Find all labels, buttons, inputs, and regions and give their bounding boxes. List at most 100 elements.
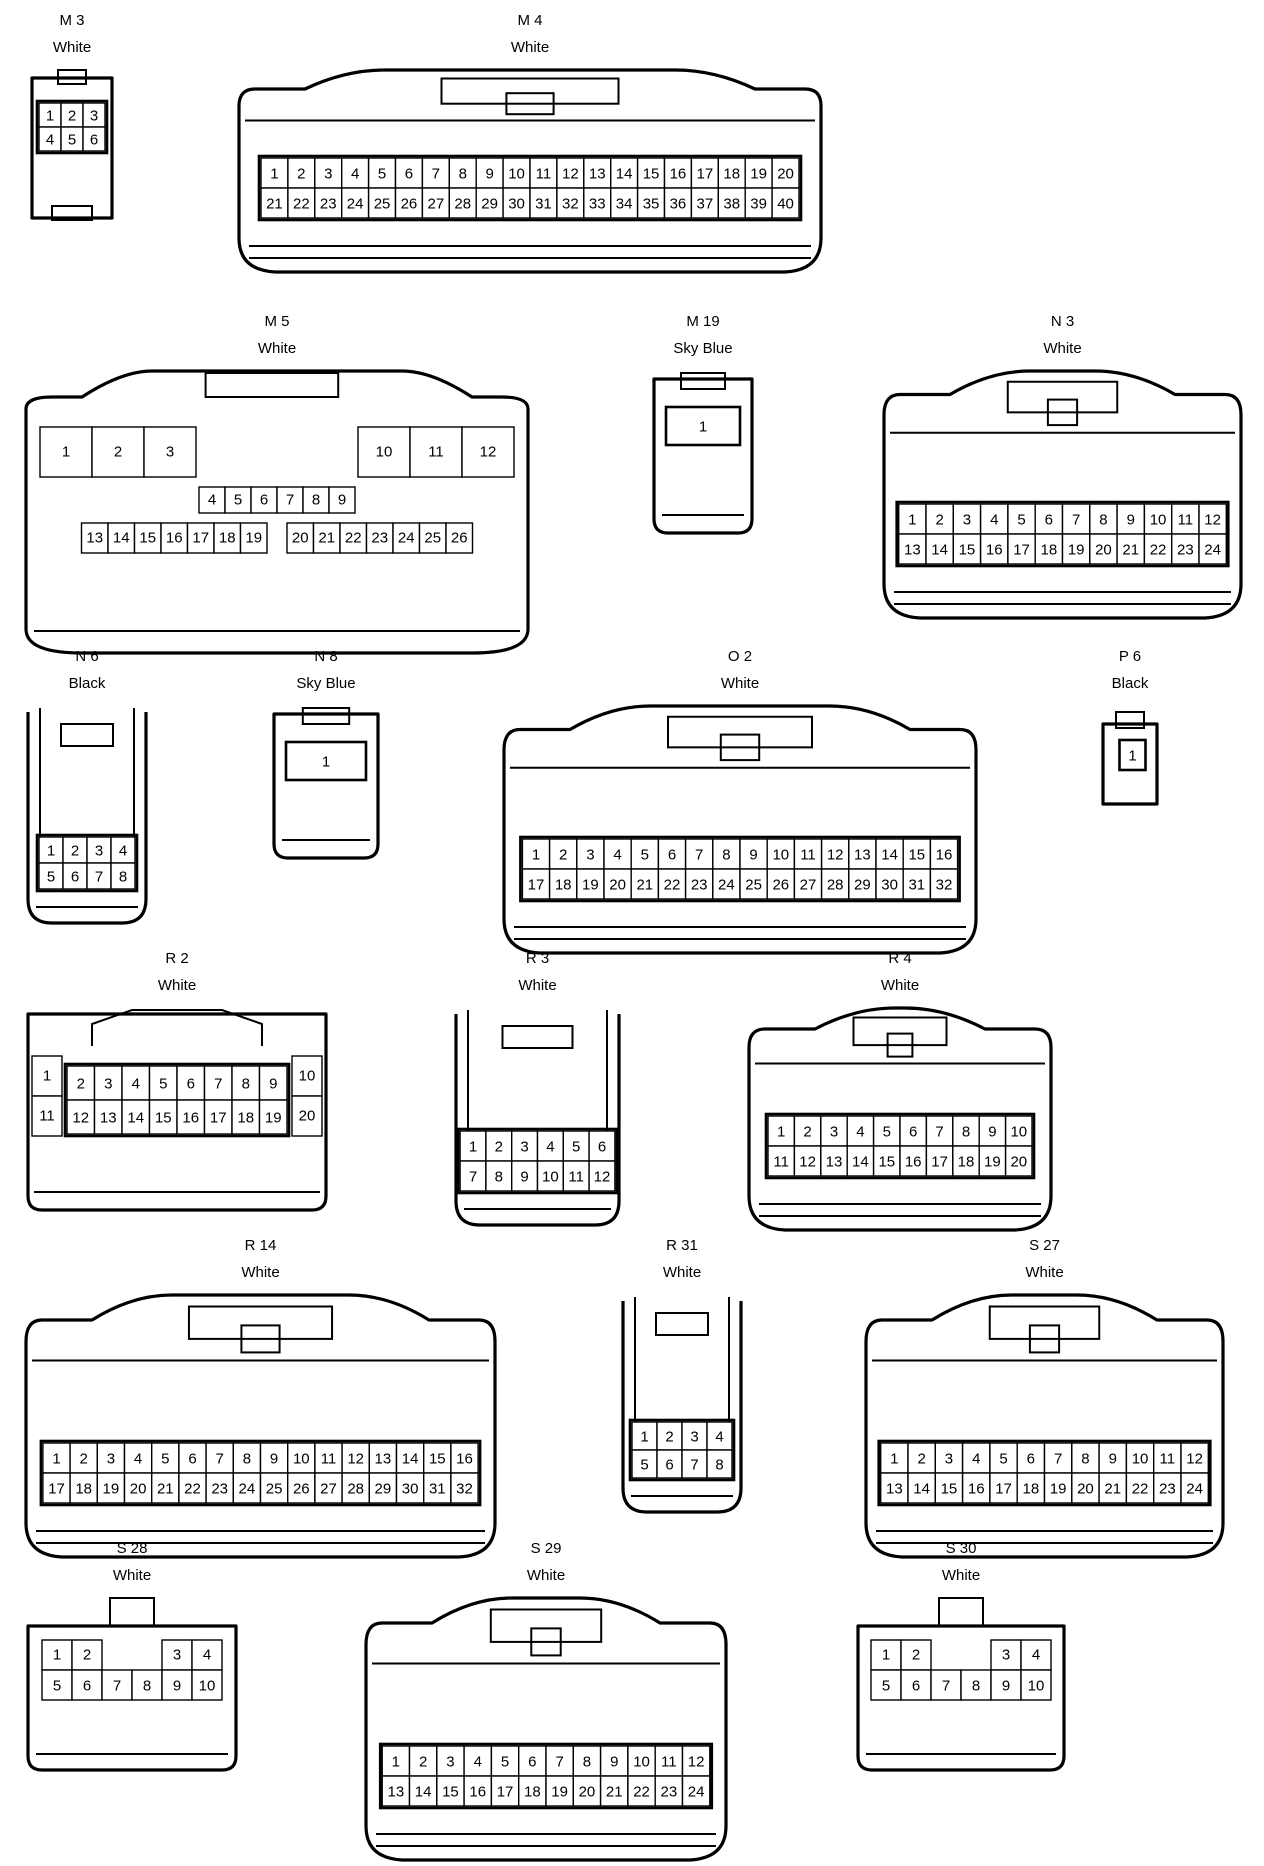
pin-number: 28: [347, 1481, 364, 1498]
pin-cavity: [1180, 1472, 1209, 1504]
pin-number: 4: [990, 512, 998, 529]
pin-cavity: [475, 157, 504, 189]
pin-cavity: [110, 862, 136, 890]
pin-number: 27: [428, 196, 445, 213]
pin-number: 19: [103, 1481, 120, 1498]
pin-cavity: [459, 1160, 487, 1192]
pin-cavity: [232, 1442, 262, 1474]
pin-cavity: [1020, 1639, 1052, 1671]
pin-number: 10: [1028, 1678, 1045, 1695]
pin-number: 3: [1002, 1647, 1010, 1664]
connector-color: White: [257, 340, 297, 357]
pin-number: 12: [562, 166, 579, 183]
connector-code: N 3: [1050, 313, 1075, 330]
pin-number: 14: [415, 1784, 432, 1801]
pin-number: 1: [882, 1647, 890, 1664]
pin-number: 6: [528, 1754, 536, 1771]
pin-number: 3: [586, 847, 594, 864]
cavity-frame: [628, 1418, 736, 1482]
pin-number: 7: [695, 847, 703, 864]
pin-number: 15: [643, 166, 660, 183]
pin-number: 4: [203, 1647, 211, 1664]
pin-cavity: [1089, 503, 1118, 535]
pin-cavity: [341, 1472, 371, 1504]
connector-code: M 19: [686, 313, 720, 330]
pin-number: 40: [777, 196, 794, 213]
pin-number: 6: [90, 132, 98, 149]
pin-number: 15: [155, 1110, 172, 1127]
pin-number: 21: [606, 1784, 623, 1801]
housing-outline: [747, 1006, 1053, 1232]
housing-outline: [237, 68, 823, 274]
pin-number: 23: [320, 196, 337, 213]
pin-cavity: [663, 187, 693, 219]
pin-number: 15: [878, 1154, 895, 1171]
pin-number: 16: [456, 1451, 473, 1468]
connector-color: Sky Blue: [296, 675, 356, 692]
pin-cavity: [101, 1669, 133, 1701]
lock-tab: [91, 1009, 263, 1046]
pin-cavity: [71, 1639, 103, 1671]
pin-cavity: [793, 838, 823, 870]
pin-number: 1: [53, 1647, 61, 1664]
pin-number: 8: [312, 492, 320, 509]
pin-cavity: [86, 862, 112, 890]
pin-number: 6: [405, 166, 413, 183]
connector-code: P 6: [1118, 648, 1142, 665]
pin-number: 38: [723, 196, 740, 213]
pin-number: 13: [589, 166, 606, 183]
pin-cavity: [312, 522, 341, 554]
pin-cavity: [121, 1099, 151, 1135]
pin-cavity: [739, 868, 768, 900]
pin-number: 16: [670, 166, 687, 183]
pin-cavity: [654, 1775, 684, 1807]
pin-number: 24: [718, 877, 735, 894]
pin-number: 4: [46, 132, 54, 149]
pin-number: 10: [508, 166, 525, 183]
pin-number: 12: [1186, 1451, 1203, 1468]
pin-number: 14: [127, 1110, 144, 1127]
pin-cavity: [260, 187, 289, 219]
connector-color: White: [662, 1264, 702, 1281]
lock-tab: [301, 707, 351, 725]
pin-number: 32: [562, 196, 579, 213]
pin-number: 24: [239, 1481, 256, 1498]
pin-number: 23: [211, 1481, 228, 1498]
pin-number: 5: [47, 869, 55, 886]
pin-number: 8: [1081, 1451, 1089, 1468]
pin-cavity: [448, 187, 477, 219]
pin-number: 3: [107, 1451, 115, 1468]
housing-outline: [26, 712, 148, 925]
housing-outline: [864, 1293, 1225, 1559]
pin-number: 1: [469, 1139, 477, 1156]
connector-color: Black: [1111, 675, 1149, 692]
pin-cavity: [287, 157, 316, 189]
pin-number: 10: [293, 1451, 310, 1468]
pin-cavity: [82, 126, 106, 152]
connector-code: S 27: [1029, 1237, 1060, 1254]
pin-number: 5: [883, 1124, 891, 1141]
pin-cavity: [706, 1449, 733, 1479]
pin-number: 10: [633, 1754, 650, 1771]
pin-number: 9: [610, 1754, 618, 1771]
pin-number: 6: [260, 492, 268, 509]
pin-cavity: [191, 1669, 223, 1701]
pin-cavity: [31, 1055, 63, 1097]
connector-color: Black: [68, 675, 106, 692]
pin-cavity: [820, 1145, 848, 1177]
pin-number: 21: [636, 877, 653, 894]
pin-number: 10: [772, 847, 789, 864]
pin-number: 1: [532, 847, 540, 864]
pin-cavity: [929, 868, 959, 900]
pin-number: 19: [1050, 1481, 1067, 1498]
connector-code: M 3: [59, 12, 85, 29]
cavity-frame: [764, 1112, 1036, 1180]
pin-number: 11: [428, 444, 444, 461]
pin-number: 3: [173, 1647, 181, 1664]
